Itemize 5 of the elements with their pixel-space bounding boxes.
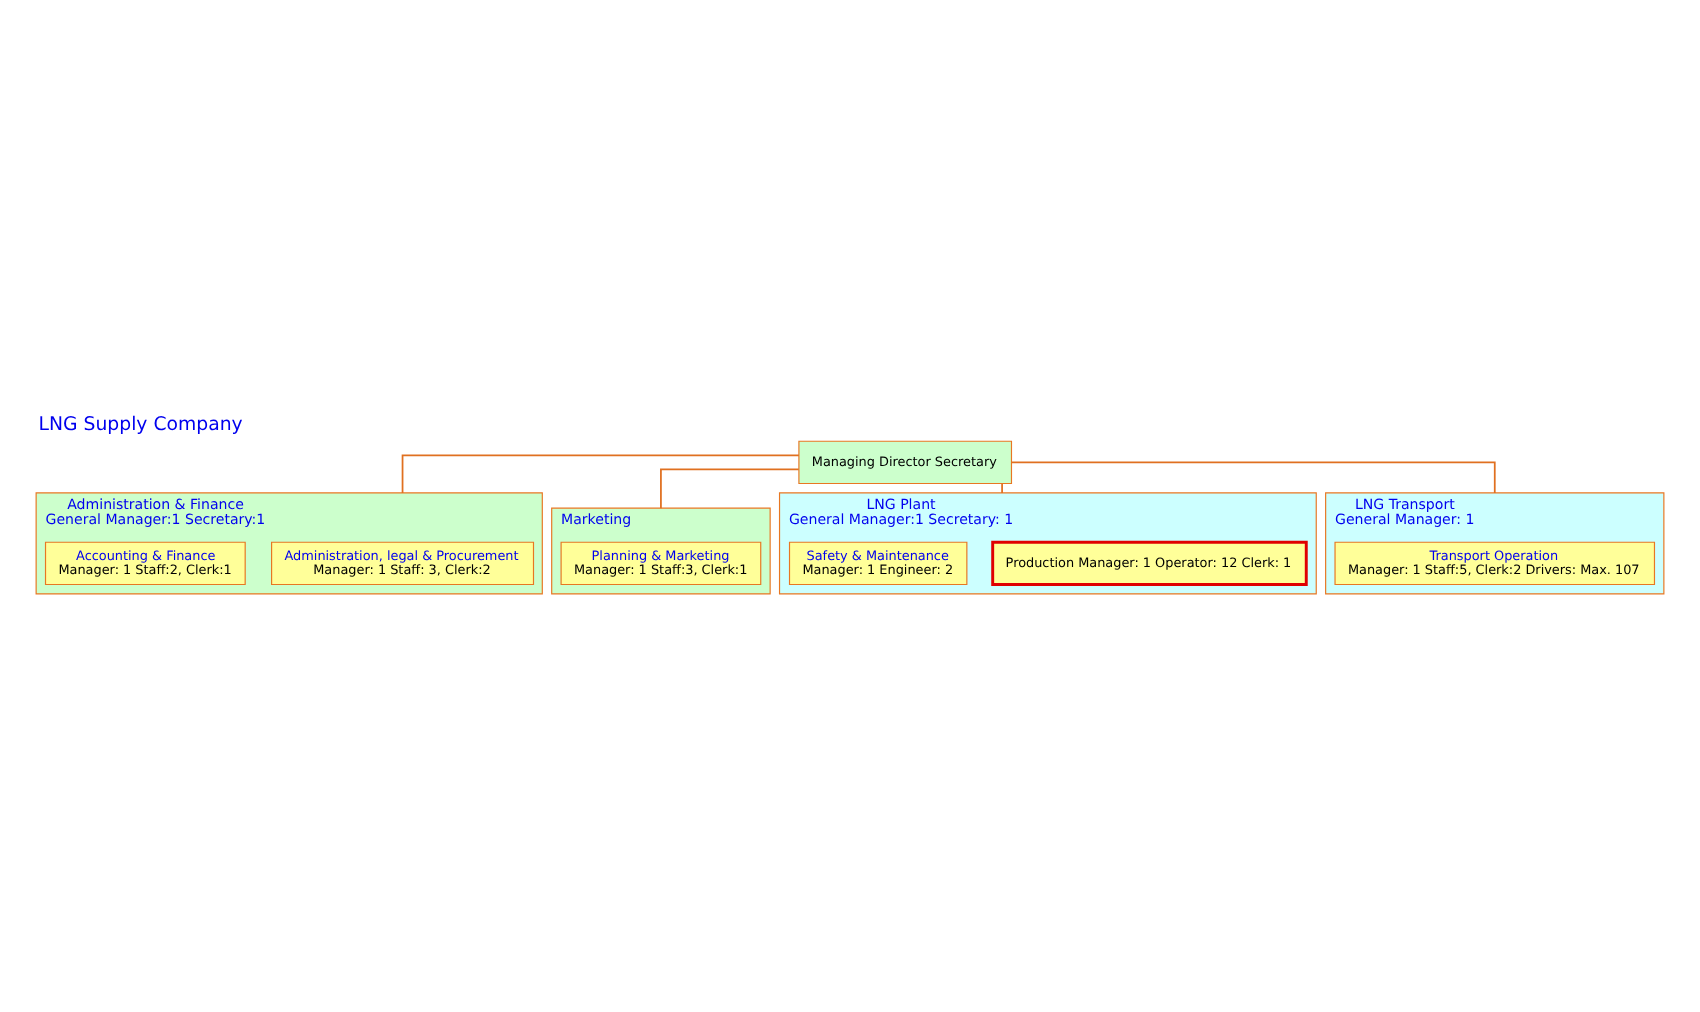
connector xyxy=(401,453,800,493)
connector xyxy=(1010,460,1496,493)
connector xyxy=(1001,481,1003,493)
connector xyxy=(660,467,800,509)
diagram-title: LNG Supply Company xyxy=(38,413,243,436)
